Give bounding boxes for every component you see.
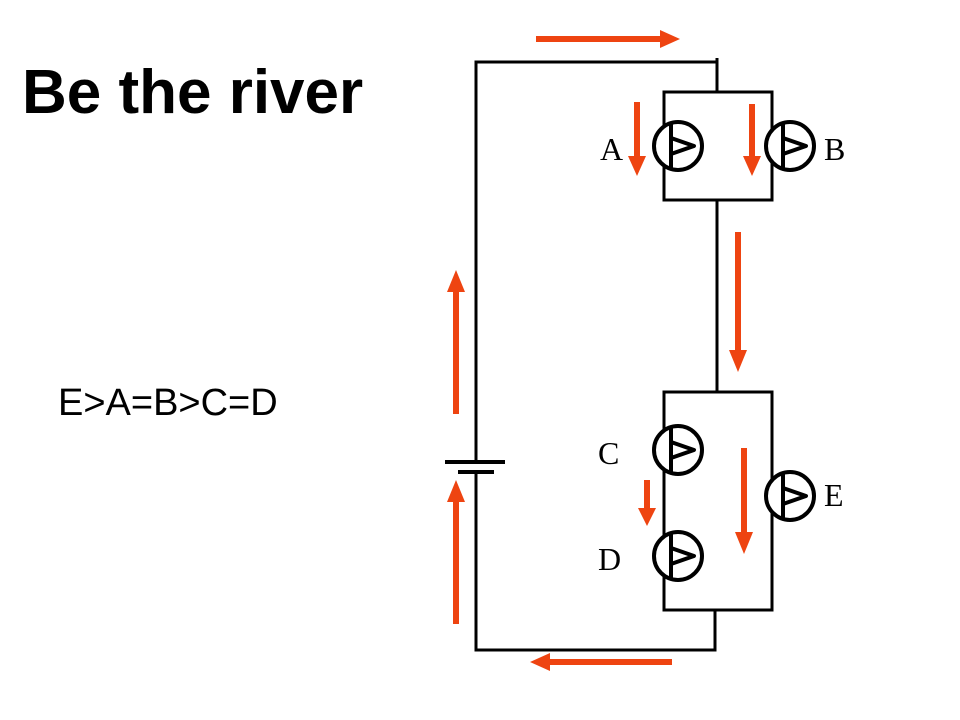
bulb-A-filament: [669, 124, 696, 168]
current-arrow-E: [735, 448, 753, 554]
bulb-C-filament: [669, 428, 696, 472]
bulb-C: [652, 424, 704, 476]
current-arrows: [447, 30, 761, 671]
current-arrow-B: [743, 104, 761, 176]
bulb-D-label: D: [598, 541, 621, 577]
bulb-E-filament: [781, 474, 808, 518]
current-arrow-CD: [638, 480, 656, 526]
bulb-B: [764, 120, 816, 172]
bulb-B-circle: [764, 120, 816, 172]
bulb-B-label: B: [824, 131, 845, 167]
bulb-E-label: E: [824, 477, 844, 513]
bulb-E-circle: [764, 470, 816, 522]
current-arrow-top: [536, 30, 680, 48]
current-arrow-A: [628, 102, 646, 176]
wire-bottom-left: [474, 472, 717, 652]
bulb-D-circle: [652, 530, 704, 582]
bulb-A-label: A: [600, 131, 623, 167]
current-arrow-left-upper: [447, 270, 465, 414]
wire-top-left: [474, 58, 719, 462]
bulb-C-circle: [652, 424, 704, 476]
bulb-C-label: C: [598, 435, 619, 471]
bulb-B-filament: [781, 124, 808, 168]
current-arrow-left-lower: [447, 480, 465, 624]
brightness-order-text: E>A=B>C=D: [58, 382, 278, 424]
battery: [445, 460, 505, 474]
bulb-D-filament: [669, 534, 696, 578]
current-arrow-bottom: [530, 653, 672, 671]
circuit-wires: [474, 58, 774, 652]
bulb-D: [652, 530, 704, 582]
slide-title: Be the river: [22, 58, 364, 127]
bulb-A: [652, 120, 704, 172]
bulb-E: [764, 470, 816, 522]
current-arrow-middle: [729, 232, 747, 372]
bulb-A-circle: [652, 120, 704, 172]
